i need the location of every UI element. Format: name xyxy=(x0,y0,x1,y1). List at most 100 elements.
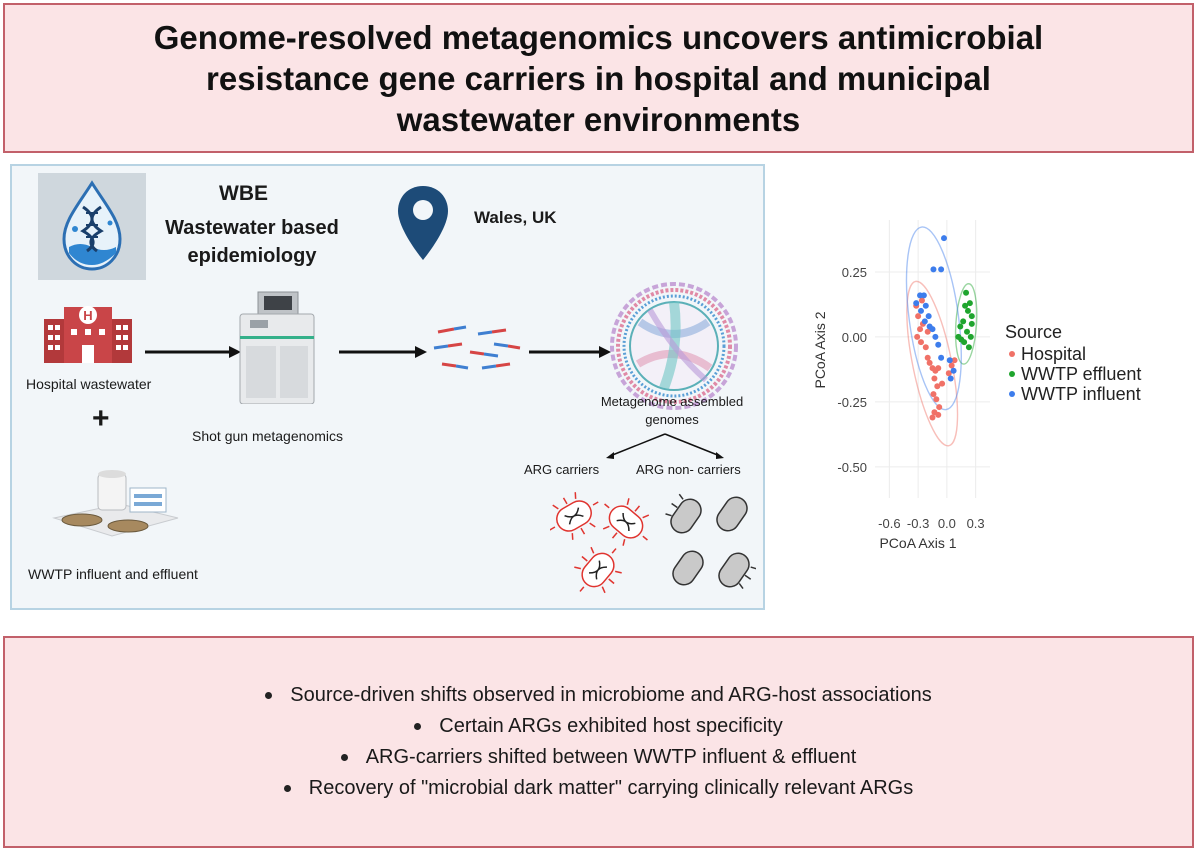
scatter-point xyxy=(934,383,941,390)
y-tick-label: -0.50 xyxy=(837,460,867,475)
legend-title: Source xyxy=(1005,322,1062,342)
finding-item: Recovery of "microbial dark matter" carr… xyxy=(283,777,914,800)
x-tick-label: -0.6 xyxy=(878,516,900,531)
arg-noncarrier-bacteria-icon xyxy=(665,493,756,589)
pcoa-plot: -0.6 -0.3 0.0 0.3 0.25 0.00 -0.25 -0.50 PCoA A… xyxy=(775,180,1195,610)
scatter-point xyxy=(920,292,927,299)
scatter-point xyxy=(950,367,957,374)
arrow-to-mags-icon xyxy=(529,346,611,358)
scatter-point xyxy=(933,396,940,403)
arrow-to-reads-icon xyxy=(339,346,427,358)
bullet-icon xyxy=(265,692,273,699)
scatter-point xyxy=(965,344,972,351)
scatter-point xyxy=(924,328,931,335)
circos-plot-icon xyxy=(610,282,738,410)
water-drop-dna-icon xyxy=(38,173,146,280)
wwtp-plant-icon xyxy=(52,470,179,537)
finding-item: Certain ARGs exhibited host specificity xyxy=(414,715,783,738)
key-findings-box: Source-driven shifts observed in microbi… xyxy=(3,636,1194,848)
sequence-reads-icon xyxy=(433,325,521,370)
scatter-point xyxy=(938,266,945,273)
scatter-point xyxy=(966,300,973,307)
scatter-point xyxy=(938,354,945,361)
finding-text: ARG-carriers shifted between WWTP influe… xyxy=(365,746,857,768)
y-axis-label: PCoA Axis 2 xyxy=(812,311,828,388)
scatter-point xyxy=(935,411,942,418)
scatter-point xyxy=(968,313,975,320)
scatter-point xyxy=(913,300,920,307)
wbe-subtitle-line-1: Wastewater based xyxy=(165,217,339,239)
finding-text: Recovery of "microbial dark matter" carr… xyxy=(308,777,914,799)
arg-carrier-bacteria-icon xyxy=(550,492,650,594)
scatter-point xyxy=(935,341,942,348)
y-tick-label: 0.25 xyxy=(842,265,867,280)
scatter-point xyxy=(936,404,943,411)
confidence-ellipse xyxy=(905,226,962,411)
arg-noncarriers-label: ARG non- carriers xyxy=(636,462,741,477)
scatter-point xyxy=(968,320,975,327)
scatter-point xyxy=(918,307,924,314)
plot-panel xyxy=(875,220,990,498)
legend-marker xyxy=(1009,351,1015,357)
scatter-point xyxy=(957,323,964,330)
arg-carriers-label: ARG carriers xyxy=(524,462,600,477)
scatter-point xyxy=(964,328,970,335)
scatter-point xyxy=(955,333,962,340)
scatter-point xyxy=(951,357,958,364)
finding-text: Source-driven shifts observed in microbi… xyxy=(290,684,932,706)
y-tick-label: 0.00 xyxy=(842,330,867,345)
scatter-point xyxy=(941,235,947,242)
scatter-point xyxy=(932,333,939,340)
legend-label: WWTP influent xyxy=(1021,384,1141,404)
scatter-point xyxy=(924,354,931,361)
sequencer-icon xyxy=(239,291,315,404)
finding-item: ARG-carriers shifted between WWTP influe… xyxy=(340,746,857,769)
scatter-point xyxy=(922,302,929,309)
legend-label: WWTP effluent xyxy=(1021,364,1141,384)
scatter-point xyxy=(964,307,971,314)
plus-sign: + xyxy=(92,402,110,435)
scatter-point xyxy=(926,359,933,366)
wwtp-influent-effluent-label: WWTP influent and effluent xyxy=(28,566,198,582)
scatter-point xyxy=(967,333,974,340)
scatter-point xyxy=(930,266,937,273)
title-line-3: wastewater environments xyxy=(396,100,801,138)
bullet-icon xyxy=(340,754,348,761)
title-line-1: Genome-resolved metagenomics uncovers an… xyxy=(153,18,1044,56)
pcoa-chart: -0.6 -0.3 0.0 0.3 0.25 0.00 -0.25 -0.50 PCoA A… xyxy=(812,220,1141,551)
scatter-point xyxy=(922,344,929,351)
shotgun-metagenomics-label: Shot gun metagenomics xyxy=(192,428,343,444)
wbe-subtitle-line-2: epidemiology xyxy=(187,245,317,267)
scatter-point xyxy=(946,357,953,364)
hospital-icon: H xyxy=(44,306,132,363)
scatter-point xyxy=(945,370,952,377)
finding-item: Source-driven shifts observed in microbi… xyxy=(265,684,932,707)
mag-label-line-2: genomes xyxy=(645,412,699,427)
scatter-point xyxy=(947,375,954,382)
mag-label-line-1: Metagenome assembled xyxy=(600,394,744,409)
scatter-point xyxy=(929,326,936,333)
scatter-point xyxy=(960,318,967,325)
legend-marker xyxy=(1009,371,1015,377)
title-banner: Genome-resolved metagenomics uncovers an… xyxy=(3,3,1194,153)
scatter-point xyxy=(925,313,932,320)
scatter-point xyxy=(963,289,970,296)
svg-text:H: H xyxy=(83,308,92,323)
confidence-ellipse xyxy=(954,283,978,365)
scatter-point xyxy=(962,302,969,309)
scatter-point xyxy=(935,365,942,372)
legend-label: Hospital xyxy=(1021,344,1086,364)
x-tick-label: 0.0 xyxy=(938,516,956,531)
x-axis-label: PCoA Axis 1 xyxy=(879,535,956,551)
finding-text: Certain ARGs exhibited host specificity xyxy=(439,715,783,737)
x-tick-label: 0.3 xyxy=(967,516,985,531)
scatter-point xyxy=(918,339,924,346)
scatter-point xyxy=(948,362,955,369)
y-tick-label: -0.25 xyxy=(837,395,867,410)
scatter-point xyxy=(921,318,928,325)
x-tick-label: -0.3 xyxy=(907,516,929,531)
title-line-2: resistance gene carriers in hospital and… xyxy=(206,59,991,97)
bullet-icon xyxy=(283,785,291,792)
wbe-title: WBE xyxy=(219,182,268,205)
scatter-point xyxy=(917,326,924,333)
